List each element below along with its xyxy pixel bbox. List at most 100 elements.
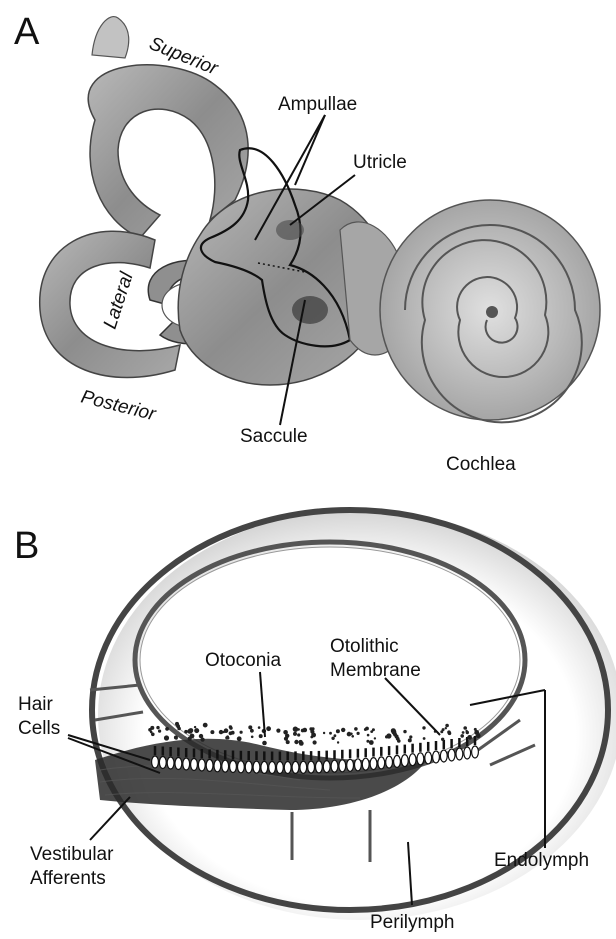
- hair-cell: [440, 750, 447, 762]
- otoconium: [337, 741, 339, 743]
- hair-cell: [222, 760, 229, 772]
- hair-cell: [347, 759, 354, 771]
- hair-cell: [417, 753, 424, 765]
- panel-a: A Superior Lateral Posterior Ampullae Ut…: [14, 11, 600, 475]
- utricle-label: Utricle: [353, 152, 407, 173]
- panel-b-letter: B: [14, 525, 39, 567]
- hair-cell: [206, 759, 213, 771]
- otoconium: [258, 726, 261, 729]
- otoconium: [329, 732, 332, 735]
- otoconium: [201, 738, 205, 742]
- panel-b: B Hair Cells Otoconia Otolithic Membrane…: [14, 510, 616, 933]
- hair-cell: [253, 761, 260, 773]
- otoconium: [194, 728, 199, 733]
- ampullae-leader-2: [295, 115, 325, 185]
- hair-cell: [152, 756, 159, 768]
- otoconium: [164, 735, 169, 740]
- otoconium: [293, 732, 297, 736]
- otoconium: [323, 732, 325, 734]
- hair-cell: [456, 748, 463, 760]
- otoconium: [466, 731, 469, 734]
- otoconium: [445, 724, 449, 728]
- otoconium: [467, 735, 472, 740]
- hair-cell: [159, 757, 166, 769]
- otoconium: [334, 734, 337, 737]
- otoconium: [386, 733, 391, 738]
- otoconium: [248, 725, 252, 729]
- common-crus: [92, 17, 129, 58]
- hair-cell: [323, 761, 330, 773]
- otoconium: [367, 734, 370, 737]
- vestibular-afferents-leader: [90, 797, 130, 840]
- hair-cell: [191, 759, 198, 771]
- otoconium: [231, 731, 235, 735]
- otoconium: [448, 732, 452, 736]
- hair-cell: [425, 752, 432, 764]
- cochlea-label: Cochlea: [446, 454, 516, 475]
- hair-cell: [269, 762, 276, 774]
- otoconium: [210, 730, 214, 734]
- hair-cell: [308, 761, 315, 773]
- otoconium: [374, 737, 376, 739]
- hair-cells-label-2: Cells: [18, 718, 60, 739]
- hair-cell: [183, 758, 190, 770]
- hair-cells-label-1: Hair: [18, 694, 54, 715]
- hair-cell: [378, 757, 385, 769]
- otoconium: [364, 728, 367, 731]
- lateral-label: Lateral: [100, 269, 138, 331]
- otoconium: [423, 737, 426, 740]
- otoconium: [259, 734, 263, 738]
- otoconium: [223, 731, 225, 733]
- otoconium: [158, 730, 161, 733]
- otoconium: [354, 727, 358, 731]
- hair-cell: [230, 761, 237, 773]
- otoconium: [250, 729, 254, 733]
- hair-cell: [472, 746, 479, 758]
- otoconium: [175, 737, 178, 740]
- hair-cell: [394, 755, 401, 767]
- saccule-macula: [292, 296, 328, 324]
- otoconium: [441, 738, 444, 741]
- otoconium: [237, 736, 242, 741]
- hair-cell: [339, 760, 346, 772]
- otoconium: [251, 736, 254, 739]
- hair-cell: [245, 761, 252, 773]
- hair-cell: [464, 747, 471, 759]
- otoconium: [240, 731, 243, 734]
- hair-cell: [370, 758, 377, 770]
- hair-cell: [401, 755, 408, 767]
- hair-cell: [409, 754, 416, 766]
- otoconium: [293, 727, 298, 732]
- otoconium: [351, 735, 354, 738]
- hair-cell: [316, 761, 323, 773]
- otoconium: [203, 723, 208, 728]
- otoconium: [156, 726, 159, 729]
- posterior-label: Posterior: [79, 386, 159, 425]
- otoconium: [189, 728, 194, 733]
- hair-cell: [292, 761, 299, 773]
- otoconium: [357, 732, 360, 735]
- hair-cell: [386, 756, 393, 768]
- vestibular-afferents-label-1: Vestibular: [30, 844, 114, 865]
- hair-cell: [355, 759, 362, 771]
- hair-cell: [277, 762, 284, 774]
- otoconium: [262, 741, 267, 746]
- otoconium: [341, 728, 345, 732]
- otoconium: [350, 733, 353, 736]
- otoconium: [184, 730, 188, 734]
- otoconium: [225, 736, 228, 739]
- hair-cell: [284, 762, 291, 774]
- otoconium: [331, 737, 334, 740]
- hair-cell: [214, 760, 221, 772]
- hair-cell: [261, 761, 268, 773]
- hair-cell: [238, 761, 245, 773]
- endolymph-label: Endolymph: [494, 850, 589, 871]
- otoconium: [194, 726, 196, 728]
- otoconium: [369, 740, 374, 745]
- otoconium: [409, 735, 412, 738]
- saccule-label: Saccule: [240, 426, 308, 447]
- utricle-macula: [276, 220, 304, 240]
- otoconium: [297, 733, 300, 736]
- otoconia-label: Otoconia: [205, 650, 281, 671]
- ampullae-label: Ampullae: [278, 94, 357, 115]
